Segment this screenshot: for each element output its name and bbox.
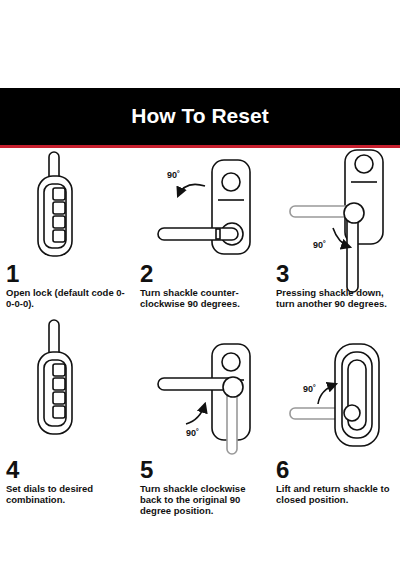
step-number: 6 (276, 456, 316, 484)
step-number: 5 (140, 456, 180, 484)
step-caption: Set dials to desired combination. (6, 484, 128, 506)
title-band (0, 88, 400, 145)
step-caption: Turn shackle counter-clockwise 90 degree… (140, 288, 264, 310)
angle-label: 90˚ (312, 240, 327, 250)
angle-label: 90˚ (166, 170, 181, 180)
step-caption: Lift and return shackle to closed positi… (276, 484, 396, 506)
page-title: How To Reset (0, 104, 400, 128)
lock-open (38, 152, 72, 256)
lock-turn-ccw (158, 160, 250, 254)
red-rule (0, 145, 400, 148)
lock-press-turn (290, 150, 383, 292)
lock-turn-cw (158, 344, 250, 454)
lock-set-dials (38, 320, 72, 434)
step-number: 4 (6, 456, 46, 484)
step-caption: Pressing shackle down, turn another 90 d… (276, 288, 396, 310)
step-number: 2 (140, 260, 180, 288)
angle-label: 90˚ (185, 428, 200, 438)
step-caption: Turn shackle clockwise back to the origi… (140, 484, 264, 517)
lock-close (290, 344, 379, 446)
step-caption: Open lock (default code 0-0-0-0). (6, 288, 128, 310)
step-number: 1 (6, 260, 46, 288)
angle-label: 90˚ (302, 384, 317, 394)
step-number: 3 (276, 260, 316, 288)
